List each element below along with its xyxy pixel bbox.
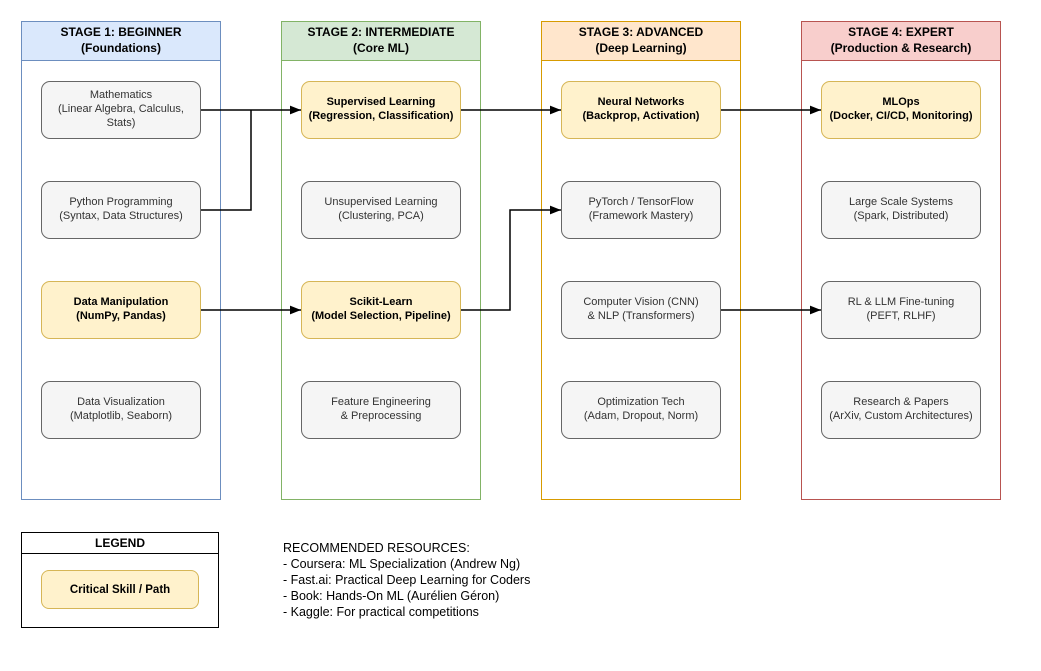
node-title: Python Programming	[69, 196, 173, 209]
stage-4-subtitle: (Production & Research)	[830, 41, 972, 55]
node-subtitle: (Docker, CI/CD, Monitoring)	[829, 110, 973, 122]
node-mlops: MLOps (Docker, CI/CD, Monitoring)	[821, 81, 981, 139]
node-subtitle: (Regression, Classification)	[308, 110, 454, 122]
node-title: MLOps	[882, 96, 920, 109]
stage-4-header: STAGE 4: EXPERT (Production & Research)	[802, 22, 1000, 61]
node-title: Computer Vision (CNN)	[583, 296, 699, 309]
stage-3-title: STAGE 3: ADVANCED	[578, 25, 704, 40]
stage-1-subtitle: (Foundations)	[81, 41, 161, 55]
stage-1-title: STAGE 1: BEGINNER	[60, 25, 182, 40]
legend-critical-node: Critical Skill / Path	[41, 570, 199, 609]
node-title: PyTorch / TensorFlow	[588, 196, 694, 209]
node-supervised-learning: Supervised Learning (Regression, Classif…	[301, 81, 461, 139]
node-subtitle: (Syntax, Data Structures)	[59, 210, 183, 222]
node-rl-llm-finetuning: RL & LLM Fine-tuning (PEFT, RLHF)	[821, 281, 981, 339]
node-subtitle: (Linear Algebra, Calculus, Stats)	[58, 103, 184, 129]
node-title: Unsupervised Learning	[324, 196, 438, 209]
resources-item: - Kaggle: For practical competitions	[283, 605, 479, 619]
stage-4-title: STAGE 4: EXPERT	[848, 25, 954, 40]
resources-item: - Coursera: ML Specialization (Andrew Ng…	[283, 557, 521, 571]
node-subtitle: (NumPy, Pandas)	[76, 310, 166, 322]
node-title: Scikit-Learn	[349, 296, 413, 309]
node-research-papers: Research & Papers (ArXiv, Custom Archite…	[821, 381, 981, 439]
node-computer-vision-nlp: Computer Vision (CNN) & NLP (Transformer…	[561, 281, 721, 339]
node-subtitle: (Model Selection, Pipeline)	[311, 310, 451, 322]
node-subtitle: (Adam, Dropout, Norm)	[583, 410, 699, 422]
node-unsupervised-learning: Unsupervised Learning (Clustering, PCA)	[301, 181, 461, 239]
stage-2-subtitle: (Core ML)	[353, 41, 409, 55]
node-title: Feature Engineering	[331, 396, 431, 409]
node-python-programming: Python Programming (Syntax, Data Structu…	[41, 181, 201, 239]
node-title: Optimization Tech	[597, 396, 685, 409]
node-subtitle: (Framework Mastery)	[588, 210, 694, 222]
legend-title: LEGEND	[22, 533, 218, 554]
node-large-scale-systems: Large Scale Systems (Spark, Distributed)	[821, 181, 981, 239]
resources-item: - Fast.ai: Practical Deep Learning for C…	[283, 573, 531, 587]
node-subtitle: (Matplotlib, Seaborn)	[69, 410, 173, 422]
node-mathematics: Mathematics (Linear Algebra, Calculus, S…	[41, 81, 201, 139]
resources-block: RECOMMENDED RESOURCES: - Coursera: ML Sp…	[283, 540, 530, 620]
node-subtitle: (Spark, Distributed)	[853, 210, 949, 222]
node-neural-networks: Neural Networks (Backprop, Activation)	[561, 81, 721, 139]
node-scikit-learn: Scikit-Learn (Model Selection, Pipeline)	[301, 281, 461, 339]
node-optimization-tech: Optimization Tech (Adam, Dropout, Norm)	[561, 381, 721, 439]
node-title: Data Manipulation	[73, 296, 169, 309]
node-data-manipulation: Data Manipulation (NumPy, Pandas)	[41, 281, 201, 339]
node-feature-engineering: Feature Engineering & Preprocessing	[301, 381, 461, 439]
node-title: RL & LLM Fine-tuning	[847, 296, 955, 309]
stage-1-header: STAGE 1: BEGINNER (Foundations)	[22, 22, 220, 61]
node-subtitle: (Clustering, PCA)	[338, 210, 424, 222]
node-title: Research & Papers	[853, 396, 949, 409]
stage-2-title: STAGE 2: INTERMEDIATE	[307, 25, 455, 40]
resources-title: RECOMMENDED RESOURCES:	[283, 541, 470, 555]
node-title: Large Scale Systems	[849, 196, 953, 209]
node-title: Neural Networks	[597, 96, 685, 109]
node-title: Data Visualization	[77, 396, 165, 409]
node-subtitle: & Preprocessing	[340, 410, 422, 422]
resources-item: - Book: Hands-On ML (Aurélien Géron)	[283, 589, 500, 603]
node-subtitle: (PEFT, RLHF)	[866, 310, 936, 322]
node-pytorch-tensorflow: PyTorch / TensorFlow (Framework Mastery)	[561, 181, 721, 239]
node-subtitle: & NLP (Transformers)	[587, 310, 695, 322]
node-subtitle: (Backprop, Activation)	[582, 110, 700, 122]
node-subtitle: (ArXiv, Custom Architectures)	[829, 410, 973, 422]
node-title: Supervised Learning	[326, 96, 436, 109]
stage-2-header: STAGE 2: INTERMEDIATE (Core ML)	[282, 22, 480, 61]
legend-container: LEGEND Critical Skill / Path	[21, 532, 219, 628]
node-data-visualization: Data Visualization (Matplotlib, Seaborn)	[41, 381, 201, 439]
stage-3-header: STAGE 3: ADVANCED (Deep Learning)	[542, 22, 740, 61]
stage-3-subtitle: (Deep Learning)	[595, 41, 687, 55]
node-title: Mathematics	[89, 89, 153, 102]
